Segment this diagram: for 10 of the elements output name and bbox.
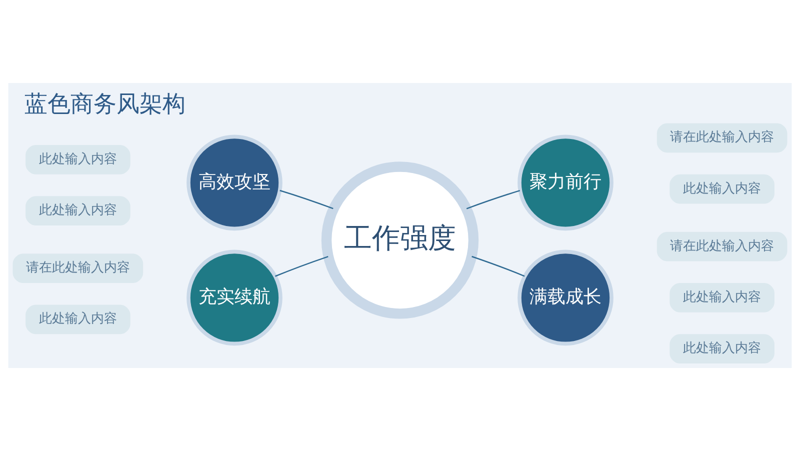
node-circle: 工作强度 — [321, 161, 479, 318]
node-circle: 充实续航 — [186, 249, 282, 346]
node-circle: 高效攻坚 — [186, 134, 282, 230]
node-circle: 聚力前行 — [518, 134, 614, 230]
connector — [466, 189, 520, 209]
diagram-title: 蓝色商务风架构 — [24, 91, 186, 118]
node-circle: 满载成长 — [518, 249, 614, 346]
connector — [280, 189, 334, 209]
connector — [472, 255, 525, 276]
connector — [274, 255, 328, 276]
